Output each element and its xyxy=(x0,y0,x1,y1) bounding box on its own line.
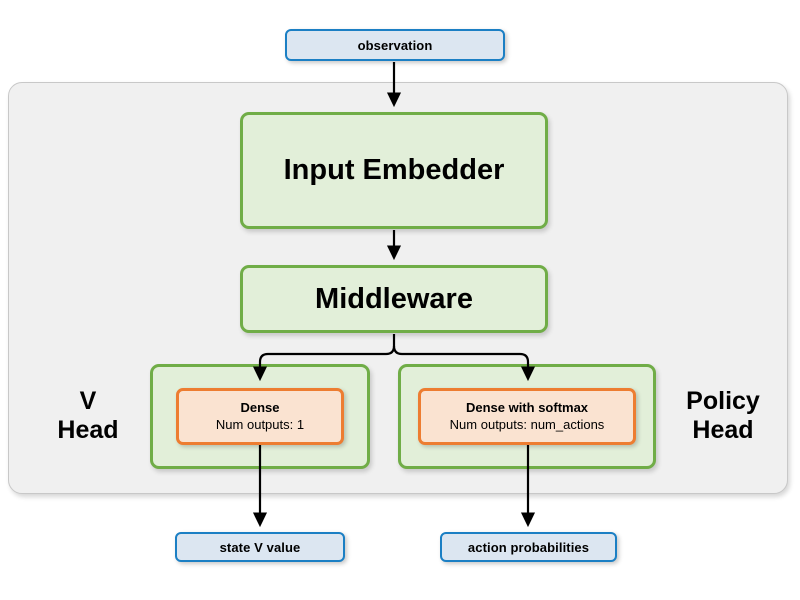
dense-with-softmax-subtitle: Num outputs: num_actions xyxy=(449,416,605,432)
middleware-node[interactable]: Middleware xyxy=(240,265,548,333)
action-probabilities-label: action probabilities xyxy=(467,539,590,555)
policy-head-label-line2: Head xyxy=(692,416,754,444)
observation-label: observation xyxy=(357,37,433,53)
v-head-label-line1: V xyxy=(79,386,97,415)
action-probabilities-node[interactable]: action probabilities xyxy=(440,532,617,562)
v-head-label: V Head xyxy=(38,381,138,451)
policy-head-label-line1: Policy xyxy=(686,386,760,415)
middleware-label: Middleware xyxy=(315,282,473,315)
input-embedder-node[interactable]: Input Embedder xyxy=(240,112,548,229)
v-head-label-line2: Head xyxy=(57,416,119,444)
dense-subtitle: Num outputs: 1 xyxy=(215,416,305,432)
dense-node[interactable]: Dense Num outputs: 1 xyxy=(176,388,344,445)
dense-title: Dense xyxy=(240,400,280,416)
dense-with-softmax-node[interactable]: Dense with softmax Num outputs: num_acti… xyxy=(418,388,636,445)
state-v-value-label: state V value xyxy=(219,539,301,555)
policy-head-label: Policy Head xyxy=(664,381,782,451)
observation-node[interactable]: observation xyxy=(285,29,505,61)
state-v-value-node[interactable]: state V value xyxy=(175,532,345,562)
dense-with-softmax-title: Dense with softmax xyxy=(465,400,589,416)
input-embedder-label: Input Embedder xyxy=(283,154,505,186)
